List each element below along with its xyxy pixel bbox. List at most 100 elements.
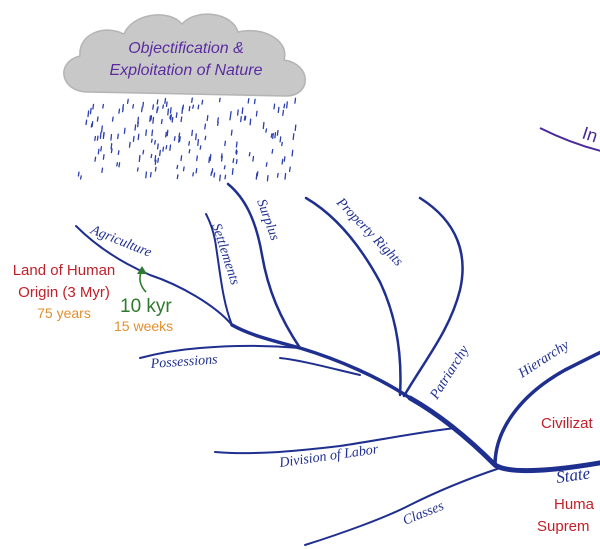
rain-drop (157, 157, 160, 163)
rain-drop (210, 171, 213, 177)
rain-drop (192, 172, 195, 177)
rain-drop (110, 148, 113, 154)
rain-drop (123, 127, 126, 134)
rain-drop (160, 118, 163, 125)
rain-drop (149, 171, 152, 178)
rain-drop (94, 156, 97, 162)
rain-drop (154, 154, 157, 163)
rain-drop (169, 107, 172, 114)
rain-drop (149, 115, 152, 122)
rain-drop (204, 135, 207, 141)
branch-agriculture (75, 225, 233, 326)
rain-drop (167, 108, 170, 116)
rain-drop (276, 129, 279, 136)
label-state: State (555, 463, 592, 487)
rain-drop (223, 165, 226, 170)
rain-drop (118, 162, 121, 168)
rain-drop (232, 158, 235, 164)
rain-drop (213, 172, 216, 178)
rain-drop (173, 136, 176, 142)
label-classes: Classes (401, 499, 447, 529)
rain-drop (224, 174, 227, 180)
rain-drop (218, 97, 221, 103)
rain-drop (276, 172, 279, 178)
rain-drop (111, 116, 114, 122)
rain-drop (150, 115, 153, 121)
rain-drop (240, 116, 242, 123)
rain-drop (216, 121, 219, 127)
rain-drop (101, 125, 103, 133)
rain-drop (128, 141, 131, 148)
rain-drop (206, 115, 209, 122)
rain-drop (165, 131, 167, 138)
rain-drop (152, 116, 155, 124)
rain-drop (159, 149, 161, 157)
rain-drop (142, 149, 145, 155)
rain-drop (229, 115, 232, 121)
rain-drop (126, 98, 129, 104)
branch-possessions-sub (279, 357, 361, 376)
rain-drop (277, 106, 280, 114)
rain-drop (164, 97, 167, 104)
rain-drop (274, 131, 277, 139)
rain-drop (100, 146, 103, 152)
origin-line2: Origin (3 Myr) (18, 284, 110, 301)
branch-surplus (226, 182, 302, 350)
rain-drop (176, 174, 179, 180)
label-supremacy: Suprem (537, 518, 590, 535)
rain-drop (85, 119, 88, 126)
rain-drop (150, 138, 153, 143)
label-settlements: Settlements (208, 222, 242, 288)
arrow-head-icon (137, 266, 147, 274)
rain-drop (231, 168, 234, 175)
rain-drop (162, 104, 165, 109)
label-property-rights: Property Rights (332, 195, 405, 270)
rain-drop (209, 153, 212, 162)
rain-drop (273, 103, 276, 110)
rain-drop (279, 136, 282, 143)
rain-drop (195, 168, 198, 174)
label-industrial: In (580, 123, 600, 147)
rain-drop (90, 123, 93, 128)
rain-drop (77, 171, 80, 177)
rain-drop (188, 105, 191, 112)
rain-drop (199, 145, 202, 150)
rain-drop (236, 109, 239, 116)
label-civilization: Civilizat (541, 415, 594, 432)
rain-drop (134, 124, 137, 131)
rain-drop (252, 155, 255, 162)
rain-drop (281, 141, 283, 147)
rain-drop (188, 141, 191, 146)
rain-drop (270, 133, 273, 138)
rain-drop (182, 166, 185, 172)
rain-drop (150, 153, 153, 159)
rain-drop (137, 133, 140, 141)
rain-drop (176, 164, 179, 170)
rain-drop (286, 101, 288, 109)
rain-drop (171, 116, 174, 123)
rain-drop (96, 135, 99, 141)
rain-drop (196, 155, 198, 162)
origin-years: 75 years (37, 305, 91, 321)
rain-drop (116, 162, 119, 167)
rain-drop (284, 172, 287, 180)
rain-drop (137, 116, 140, 124)
rain-drop (243, 115, 246, 121)
rain-drop (178, 136, 180, 143)
stem-main (230, 323, 412, 400)
rain-drop (191, 97, 193, 104)
rain-drop (255, 110, 258, 117)
label-hierarchy: Hierarchy (515, 337, 572, 382)
rain-drop (197, 104, 200, 110)
rain (77, 97, 297, 182)
rain-drop (180, 155, 183, 162)
cloud-text-line2: Exploitation of Nature (110, 62, 263, 79)
rain-drop (132, 104, 135, 109)
rain-drop (101, 167, 104, 174)
rain-drop (255, 172, 258, 180)
rain-drop (152, 104, 155, 110)
rain-drop (132, 135, 135, 142)
rain-drop (170, 114, 172, 121)
